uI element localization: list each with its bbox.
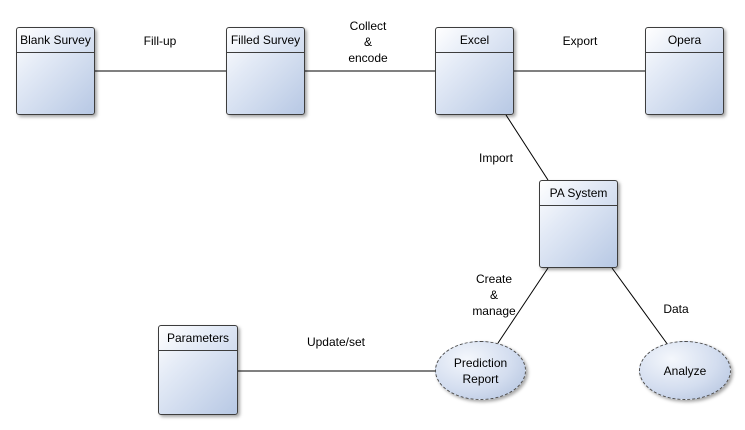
edge-label-update-set: Update/set — [306, 335, 366, 349]
node-opera[interactable]: Opera — [645, 27, 724, 115]
node-prediction-report[interactable]: Prediction Report — [435, 341, 526, 400]
node-blank-survey[interactable]: Blank Survey — [16, 27, 95, 115]
node-pa-system[interactable]: PA System — [539, 180, 618, 268]
node-analyze-label: Analyze — [663, 363, 707, 378]
node-parameters-label: Parameters — [159, 326, 237, 351]
edge-label-collect-encode: Collect & encode — [348, 19, 388, 65]
node-pa-system-label: PA System — [540, 181, 617, 206]
edge-label-data: Data — [663, 302, 689, 316]
edge-label-create-manage: Create & manage — [472, 272, 516, 318]
node-filled-survey-label: Filled Survey — [227, 28, 304, 53]
node-parameters[interactable]: Parameters — [158, 325, 238, 415]
edge-pa-system-to-prediction — [497, 267, 549, 344]
edge-label-export: Export — [562, 34, 598, 48]
node-opera-label: Opera — [646, 28, 723, 53]
node-prediction-report-label: Prediction Report — [453, 355, 508, 386]
edge-label-fill-up: Fill-up — [143, 34, 177, 48]
edge-excel-to-pa-system — [505, 114, 549, 181]
node-excel-label: Excel — [436, 28, 513, 53]
node-blank-survey-label: Blank Survey — [17, 28, 94, 53]
node-analyze[interactable]: Analyze — [639, 341, 731, 400]
edge-label-import: Import — [478, 151, 513, 165]
node-filled-survey[interactable]: Filled Survey — [226, 27, 305, 115]
edge-pa-system-to-analyze — [611, 267, 669, 346]
node-excel[interactable]: Excel — [435, 27, 514, 115]
